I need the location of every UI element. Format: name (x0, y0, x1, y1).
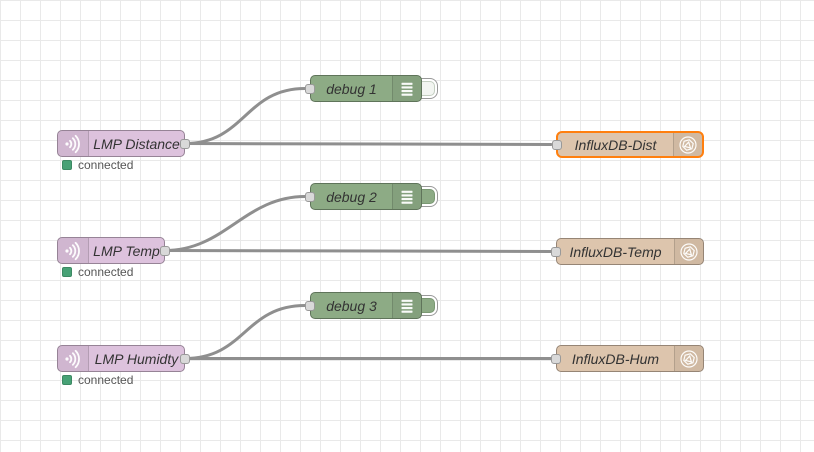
status-text: connected (78, 265, 134, 279)
influxdb-logo-icon (674, 239, 703, 264)
node-label: InfluxDB-Hum (571, 350, 660, 367)
node-status: connected (62, 265, 133, 279)
input-port[interactable] (552, 139, 562, 150)
input-port[interactable] (551, 246, 561, 257)
broadcast-icon (58, 131, 89, 156)
node-influxdb-hum[interactable]: InfluxDB-Hum (551, 345, 704, 372)
node-label: debug 3 (326, 297, 377, 314)
broadcast-icon (58, 238, 89, 263)
input-port[interactable] (305, 300, 315, 311)
output-port[interactable] (160, 245, 170, 256)
debug-list-icon (392, 293, 421, 318)
node-label: InfluxDB-Dist (574, 136, 657, 153)
debug-list-icon (392, 76, 421, 101)
node-debug-2[interactable]: debug 2 (305, 183, 422, 210)
debug-list-icon (392, 184, 421, 209)
node-label: LMP Distance (93, 135, 180, 152)
input-port[interactable] (305, 191, 315, 202)
node-influxdb-temp[interactable]: InfluxDB-Temp (551, 238, 704, 265)
node-status: connected (62, 373, 133, 387)
influxdb-logo-icon (674, 346, 703, 371)
node-label: debug 1 (326, 80, 377, 97)
status-text: connected (78, 373, 134, 387)
node-debug-1[interactable]: debug 1 (305, 75, 422, 102)
wire-distance-to-debug1[interactable] (183, 87, 307, 145)
input-port[interactable] (305, 83, 315, 94)
input-port[interactable] (551, 353, 561, 364)
node-mqtt-lmp-temp[interactable]: LMP Temp (57, 237, 170, 264)
status-connected-icon (62, 160, 72, 170)
node-label: debug 2 (326, 188, 377, 205)
broadcast-icon (58, 346, 89, 371)
node-label: LMP Temp (93, 242, 160, 259)
node-mqtt-lmp-humidity[interactable]: LMP Humidty (57, 345, 190, 372)
wire-temp-to-debug2[interactable] (163, 195, 307, 252)
node-label: LMP Humidty (94, 350, 179, 367)
node-mqtt-lmp-distance[interactable]: LMP Distance (57, 130, 190, 157)
node-label: InfluxDB-Temp (569, 243, 662, 260)
status-connected-icon (62, 267, 72, 277)
output-port[interactable] (180, 353, 190, 364)
node-debug-3[interactable]: debug 3 (305, 292, 422, 319)
status-text: connected (78, 158, 134, 172)
node-influxdb-dist[interactable]: InfluxDB-Dist (552, 131, 704, 158)
influxdb-logo-icon (673, 133, 702, 156)
output-port[interactable] (180, 138, 190, 149)
status-connected-icon (62, 375, 72, 385)
node-status: connected (62, 158, 133, 172)
wire-distance-to-influx[interactable] (183, 142, 553, 146)
wire-humidity-to-debug3[interactable] (183, 304, 307, 360)
wire-temp-to-influx[interactable] (163, 249, 553, 253)
